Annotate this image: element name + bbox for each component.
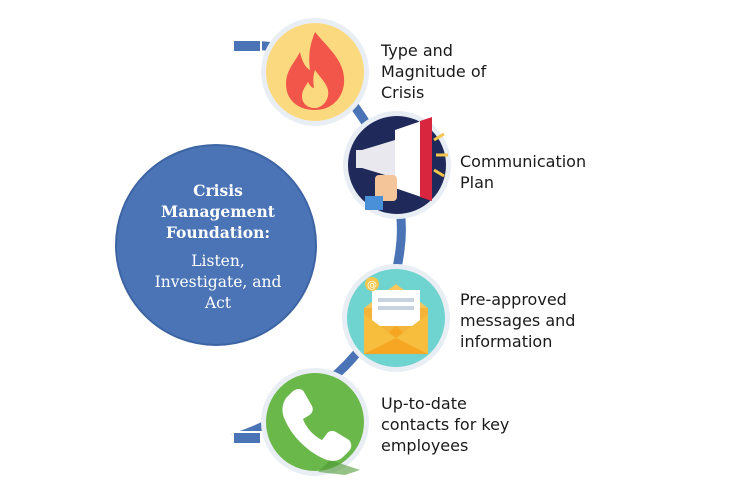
- center-title: Crisis Management Foundation:: [128, 180, 308, 243]
- center-subtitle-line: Listen,: [191, 252, 245, 270]
- label-pre-approved-messages: Pre-approved messages and information: [460, 289, 575, 352]
- label-up-to-date-contacts: Up-to-date contacts for key employees: [381, 393, 509, 456]
- connector-tail-bottom: [232, 431, 262, 445]
- center-title-line: Foundation:: [165, 223, 271, 242]
- center-text: Crisis Management Foundation: Listen, In…: [128, 180, 308, 314]
- label-line: Plan: [460, 173, 495, 192]
- flame-icon: [286, 32, 345, 110]
- center-subtitle: Listen, Investigate, and Act: [128, 251, 308, 314]
- center-subtitle-line: Investigate, and: [154, 273, 282, 291]
- connector-tail-top: [232, 39, 262, 53]
- megaphone-icon: [356, 117, 448, 210]
- phone-icon: [282, 389, 360, 475]
- center-circle: [115, 144, 317, 346]
- label-line: information: [460, 332, 553, 351]
- center-title-line: Crisis: [193, 181, 243, 200]
- node-up-to-date-contacts: [261, 368, 369, 476]
- label-line: Up-to-date: [381, 394, 467, 413]
- label-line: messages and: [460, 311, 576, 330]
- node-communication-plan: [343, 111, 451, 219]
- label-line: employees: [381, 436, 469, 455]
- node-pre-approved-messages: @: [342, 264, 450, 372]
- label-line: Magnitude of: [381, 62, 487, 81]
- label-communication-plan: Communication Plan: [460, 151, 586, 193]
- label-line: Crisis: [381, 83, 425, 102]
- center-title-line: Management: [161, 202, 275, 221]
- center-subtitle-line: Act: [204, 294, 232, 312]
- label-line: Type and: [381, 41, 453, 60]
- node-type-magnitude: [261, 18, 369, 126]
- envelope-icon: @: [364, 277, 428, 354]
- svg-text:@: @: [367, 280, 377, 291]
- label-line: contacts for key: [381, 415, 510, 434]
- label-line: Pre-approved: [460, 290, 567, 309]
- label-type-magnitude: Type and Magnitude of Crisis: [381, 40, 486, 103]
- label-line: Communication: [460, 152, 587, 171]
